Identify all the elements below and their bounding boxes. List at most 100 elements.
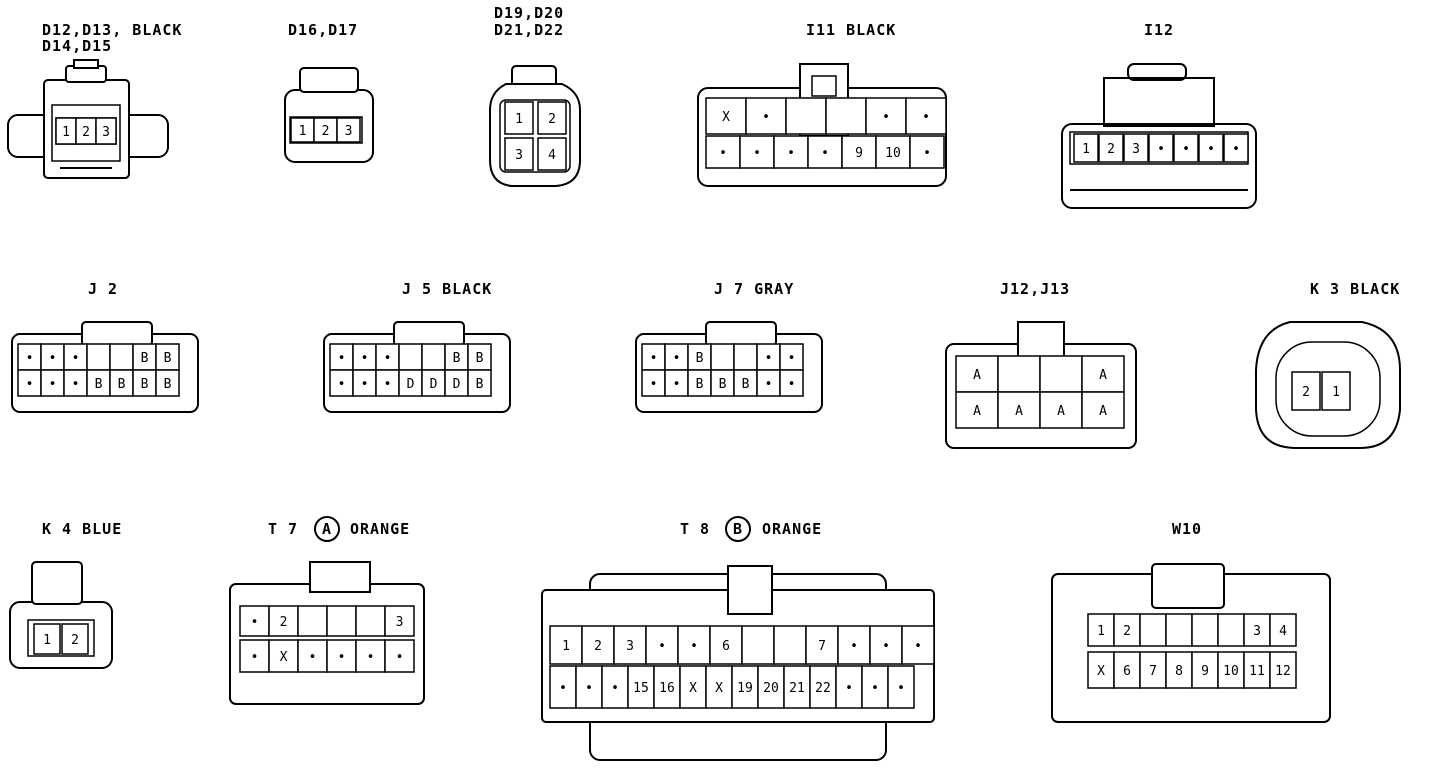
pin-cell — [1087, 613, 1115, 647]
pin-cell — [1291, 371, 1321, 411]
pin-label: • — [914, 639, 922, 654]
connector-w10-title: W10 — [1172, 520, 1202, 538]
pin-label: 2 — [71, 633, 79, 648]
pin-label: 1 — [1082, 142, 1090, 157]
pin-cell — [336, 117, 361, 143]
connector-t8-title-prefix: T 8 — [680, 520, 710, 538]
pin-label: • — [251, 650, 259, 665]
pin-label: 3 — [345, 124, 353, 139]
pin-cell — [1223, 133, 1249, 163]
pin-cell — [268, 639, 299, 673]
pin-label: • — [338, 351, 346, 366]
pin-cell — [268, 605, 299, 637]
pin-label: • — [719, 146, 727, 161]
pin-label: 4 — [1279, 624, 1287, 639]
pin-cell — [773, 135, 809, 169]
pin-cell — [1039, 355, 1083, 393]
pin-cell — [537, 101, 567, 135]
pin-label: • — [658, 639, 666, 654]
pin-cell — [467, 369, 492, 397]
pin-label: B — [696, 377, 704, 392]
pin-label: 12 — [1275, 664, 1291, 679]
pin-label: 3 — [1253, 624, 1261, 639]
pin-label: B — [164, 351, 172, 366]
connector-t7-title-suffix: ORANGE — [350, 520, 410, 538]
pin-cell — [1148, 133, 1174, 163]
pin-cell — [504, 101, 534, 135]
connector-d12-title-1: D12,D13, BLACK — [42, 21, 182, 39]
pin-cell — [745, 97, 787, 135]
pin-cell — [1243, 651, 1271, 689]
pin-label: • — [72, 377, 80, 392]
pin-label: 10 — [1223, 664, 1239, 679]
pin-cell — [239, 639, 270, 673]
pin-label: X — [722, 110, 730, 125]
pin-label: X — [715, 681, 723, 696]
pin-label: • — [1182, 142, 1190, 157]
pin-label: • — [897, 681, 905, 696]
pin-label: • — [1157, 142, 1165, 157]
pin-label: X — [280, 650, 288, 665]
pin-label: • — [1207, 142, 1215, 157]
connector-i12-title: I12 — [1144, 21, 1174, 39]
connector-j2-title: J 2 — [88, 280, 118, 298]
pin-label: X — [1097, 664, 1105, 679]
pin-cell — [398, 343, 423, 371]
pin-label: 15 — [633, 681, 649, 696]
connector-k3-title: K 3 BLACK — [1310, 280, 1400, 298]
pin-label: 9 — [1201, 664, 1209, 679]
pin-cell — [1073, 133, 1099, 163]
connector-d12-title-2: D14,D15 — [42, 37, 112, 55]
pin-label: • — [396, 650, 404, 665]
pin-label: 22 — [815, 681, 831, 696]
pin-label: X — [689, 681, 697, 696]
pin-label: B — [742, 377, 750, 392]
pin-label: • — [367, 650, 375, 665]
pin-label: • — [49, 351, 57, 366]
pin-label: • — [690, 639, 698, 654]
pin-label: B — [95, 377, 103, 392]
pin-label: 9 — [855, 146, 863, 161]
pin-label: • — [309, 650, 317, 665]
pin-cell — [809, 665, 837, 709]
pin-cell — [421, 343, 446, 371]
pin-label: • — [650, 377, 658, 392]
connector-t7-circle-letter: A — [322, 520, 332, 538]
pin-label: B — [453, 351, 461, 366]
pin-label: • — [787, 146, 795, 161]
pin-label: 2 — [1107, 142, 1115, 157]
pin-cell — [155, 369, 180, 397]
connector-t7-circle-badge — [314, 516, 340, 542]
pin-label: A — [973, 404, 981, 419]
pin-cell — [773, 625, 807, 665]
pin-label: B — [696, 351, 704, 366]
pin-cell — [875, 135, 911, 169]
pin-cell — [61, 623, 89, 655]
pin-cell — [955, 355, 999, 393]
pin-label: 1 — [562, 639, 570, 654]
pin-cell — [627, 665, 655, 709]
pin-cell — [95, 117, 117, 145]
pin-cell — [109, 343, 134, 371]
pin-label: B — [719, 377, 727, 392]
connector-d19-title-2: D21,D22 — [494, 21, 564, 39]
pin-label: • — [338, 650, 346, 665]
pin-label: • — [559, 681, 567, 696]
pin-label: D — [430, 377, 438, 392]
connector-d19-title-1: D19,D20 — [494, 4, 564, 22]
pin-cell — [1123, 133, 1149, 163]
